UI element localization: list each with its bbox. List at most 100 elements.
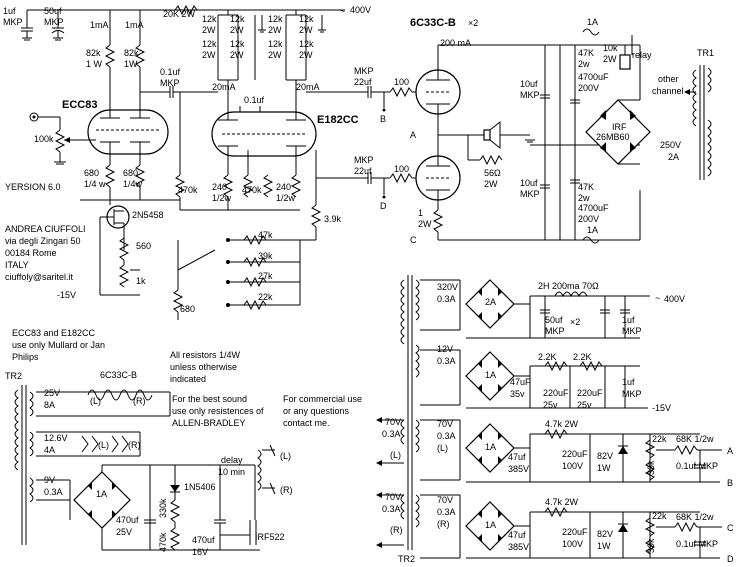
- label-r470k-c: 470k: [158, 532, 168, 552]
- label-v70c: 70V: [437, 419, 453, 429]
- label-note5: unless otherwise: [170, 362, 237, 372]
- label-fil-l: (L): [90, 396, 101, 406]
- label-out-b: B: [727, 478, 733, 488]
- label-note6: indicated: [170, 374, 206, 384]
- label-r47k-b2: 2w: [578, 193, 590, 203]
- label-r240-a2: 1/2w: [212, 193, 232, 203]
- label-ma1: 1mA: [90, 20, 109, 30]
- label-tr2-left: TR2: [5, 371, 22, 381]
- label-note4: All resistors 1/4W: [170, 350, 241, 360]
- label-c01-a: 0.1uf MKP: [676, 461, 718, 471]
- label-a4: 4A: [44, 445, 55, 455]
- label-c2: 50uf: [44, 6, 62, 16]
- label-r39k-pot-b: 39k: [646, 538, 656, 553]
- label-r1-2w: 1: [418, 208, 423, 218]
- label-a03b: 0.3A: [437, 294, 456, 304]
- label-c1uf-c2: MKP: [622, 389, 642, 399]
- label-c10uf-a: 10uf: [520, 79, 538, 89]
- label-neg15: -15V: [57, 290, 76, 300]
- label-c1uf-c: 1uf: [622, 377, 635, 387]
- label-tr1: TR1: [697, 48, 714, 58]
- label-z82a: 82V: [597, 451, 613, 461]
- ecc83-plate-resistors: [104, 10, 146, 105]
- label-r12k-6: 12k: [230, 39, 245, 49]
- label-r56: 56Ω: [484, 168, 501, 178]
- transformer-tr1: [684, 65, 712, 180]
- label-a1c: 1A: [485, 442, 496, 452]
- label-r12k-2: 12k: [230, 14, 245, 24]
- label-ecc83: ECC83: [62, 99, 97, 111]
- power-tube-top: [415, 45, 461, 135]
- ecc83-cathode-resistors: [80, 164, 180, 201]
- label-r20k: 20K 2W: [163, 9, 196, 19]
- label-mkp22b2: 22uf: [354, 166, 372, 176]
- label-v25: 25V: [44, 388, 60, 398]
- psu-bias-2: [420, 494, 722, 559]
- label-note3: Philips: [12, 352, 39, 362]
- label-r56b: 2W: [484, 179, 498, 189]
- psu-neg15: [420, 349, 648, 409]
- label-author3: 00184 Rome: [5, 248, 57, 258]
- label-author4: ITALY: [5, 260, 29, 270]
- label-a8: 8A: [44, 400, 55, 410]
- label-channel: channel: [652, 86, 684, 96]
- label-c4700-b2: 200V: [578, 214, 599, 224]
- label-lbl-l2: (L): [437, 443, 448, 453]
- label-r1k: 1k: [136, 276, 146, 286]
- label-c47-385a2: 385V: [508, 464, 529, 474]
- label-r22k-2: 2.2K: [573, 352, 592, 362]
- label-node-a: A: [410, 130, 416, 140]
- label-fil-r2: (R): [128, 440, 141, 450]
- label-c50b: MKP: [545, 326, 565, 336]
- label-r82k-1b: 1 W: [86, 59, 103, 69]
- e182cc-grid-cathode: [174, 92, 302, 211]
- label-r12k-1: 12k: [202, 14, 217, 24]
- label-r47k-2w-a: 4.7k 2W: [545, 419, 579, 429]
- label-fuse2: 1A: [587, 225, 598, 235]
- bridge-rectifier-main: [585, 99, 651, 165]
- label-out-d: D: [727, 554, 734, 564]
- label-w2-6: 2W: [230, 50, 244, 60]
- label-v126: 12.6V: [44, 433, 68, 443]
- label-v250b: 2A: [668, 152, 679, 162]
- label-r47k-a2: 2w: [578, 59, 590, 69]
- label-cap01c: 0.1uf: [244, 95, 265, 105]
- label-r240-b: 240: [276, 182, 291, 192]
- label-r82k-2: 82k: [124, 48, 139, 58]
- label-node-c: C: [410, 235, 417, 245]
- label-c470-25b: 25V: [116, 527, 132, 537]
- label-ma20b: 20mA: [296, 82, 320, 92]
- label-v70d: 70V: [437, 495, 453, 505]
- label-c220-25b: 220uF: [577, 388, 603, 398]
- label-note8: use only resistences of: [172, 406, 264, 416]
- label-c220-25a: 220uF: [543, 388, 569, 398]
- label-c220-100b: 220uF: [562, 527, 588, 537]
- label-ma200: 200 mA: [440, 38, 471, 48]
- input-jack: [29, 112, 96, 165]
- label-w2-3: 2W: [268, 25, 282, 35]
- label-x2b: ×2: [570, 317, 580, 327]
- label-a03c: 0.3A: [437, 356, 456, 366]
- label-r22k-pot-a: 22k: [652, 434, 667, 444]
- label-w2-8: 2W: [299, 50, 313, 60]
- ecc83-tube: [87, 105, 169, 165]
- label-author1: ANDREA CIUFFOLI: [5, 224, 86, 234]
- label-out-a: A: [727, 446, 733, 456]
- label-c220-25a2: 25v: [543, 400, 558, 410]
- label-a03e: 0.3A: [382, 504, 401, 514]
- label-r470k-b: 470k: [242, 185, 262, 195]
- label-irf: IRF: [612, 122, 627, 132]
- label-neg15b: -15V: [652, 403, 671, 413]
- label-a03f: 0.3A: [437, 431, 456, 441]
- label-c1uf-b: 1uf: [622, 315, 635, 325]
- label-r10k2: 2W: [603, 54, 617, 64]
- label-delay: delay: [221, 455, 243, 465]
- label-w2-7: 2W: [268, 50, 282, 60]
- label-r12k-4: 12k: [299, 14, 314, 24]
- psu-bias-1: [420, 419, 722, 483]
- label-c10uf-a2: MKP: [520, 90, 540, 100]
- label-e182cc: E182CC: [317, 114, 359, 126]
- label-r100a: 100: [394, 77, 409, 87]
- label-r27k-sw: 27k: [258, 271, 273, 281]
